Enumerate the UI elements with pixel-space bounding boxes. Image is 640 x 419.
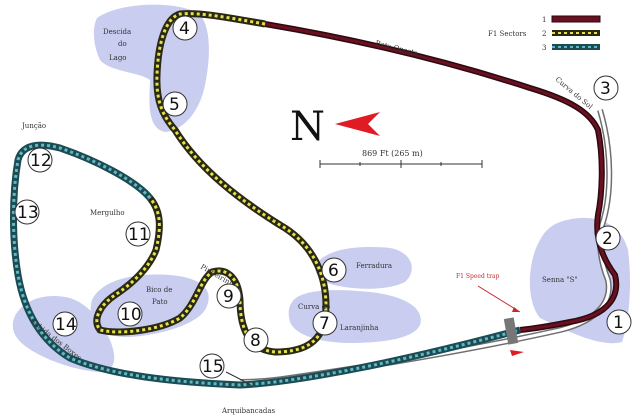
label-descida-3: Lago (109, 54, 127, 62)
track-sector-3 (10, 141, 521, 389)
track-sector-1 (264, 21, 620, 333)
compass: N (290, 104, 380, 150)
corner-5: 5 (162, 91, 188, 117)
legend-num-1: 1 (542, 16, 546, 24)
label-curva-do-cafe: Curva do (298, 303, 330, 311)
corner-10: 10 (117, 301, 143, 327)
north-letter: N (290, 104, 325, 150)
scale-bar: 869 Ft (265 m) (319, 149, 483, 168)
corner-12: 12 (27, 147, 53, 173)
corner-7: 7 (312, 310, 338, 336)
north-arrow-icon (335, 112, 380, 136)
start-finish-line (503, 317, 519, 345)
legend-label: F1 Sectors (488, 30, 527, 38)
start-marker-icon (510, 350, 524, 356)
corner-6: 6 (321, 257, 347, 283)
corner-2: 2 (595, 225, 621, 251)
svg-text:10: 10 (120, 305, 142, 325)
svg-text:13: 13 (17, 203, 39, 223)
svg-text:11: 11 (128, 225, 150, 245)
corner-15-arrow-icon (225, 371, 253, 387)
legend-num-3: 3 (542, 44, 546, 52)
svg-text:14: 14 (55, 315, 77, 335)
corner-1: 1 (606, 309, 632, 335)
svg-text:12: 12 (30, 151, 52, 171)
label-arquibancadas: Arquibancadas (221, 407, 276, 415)
svg-text:5: 5 (169, 95, 180, 115)
corner-14: 14 (52, 311, 78, 337)
svg-text:1: 1 (613, 313, 624, 333)
label-bico-de-pato-2: Pato (152, 298, 168, 306)
label-juncao: Junção (21, 122, 46, 130)
svg-text:15: 15 (202, 357, 224, 377)
speed-trap-arrow-icon (477, 285, 521, 313)
svg-text:6: 6 (328, 261, 339, 281)
scale-label: 869 Ft (265 m) (362, 149, 423, 158)
corner-8: 8 (243, 327, 269, 353)
label-speed-trap: F1 Speed trap (456, 273, 500, 280)
label-laranjinha: Laranjinha (340, 324, 378, 332)
label-senna-s: Senna "S" (542, 276, 578, 284)
corner-3: 3 (593, 75, 619, 101)
svg-text:3: 3 (600, 79, 611, 99)
label-reta-oposta: Reta Oposta (375, 39, 419, 57)
svg-text:7: 7 (319, 314, 330, 334)
legend: F1 Sectors 1 2 3 (488, 15, 601, 52)
corner-15: 15 (199, 353, 225, 379)
label-descida-2: do (118, 40, 127, 48)
zone-laranjinha (288, 290, 421, 343)
corner-13: 13 (14, 199, 40, 225)
label-descida-1: Descida (103, 28, 131, 36)
legend-num-2: 2 (542, 30, 546, 38)
track-sector-2 (93, 10, 330, 356)
corner-9: 9 (216, 283, 242, 309)
svg-text:9: 9 (223, 287, 234, 307)
svg-text:8: 8 (250, 331, 261, 351)
svg-text:2: 2 (602, 229, 613, 249)
corner-4: 4 (172, 15, 198, 41)
label-mergulho: Mergulho (90, 209, 125, 217)
corner-11: 11 (125, 221, 151, 247)
corner-markers: 1 2 3 4 5 6 7 8 9 10 11 12 13 14 15 (14, 15, 632, 379)
svg-text:4: 4 (179, 19, 190, 39)
speed-trap-arrow-head-icon (512, 307, 520, 312)
label-ferradura: Ferradura (356, 262, 392, 270)
label-bico-de-pato-1: Bico de (146, 286, 172, 294)
legend-swatch-1 (551, 15, 601, 23)
